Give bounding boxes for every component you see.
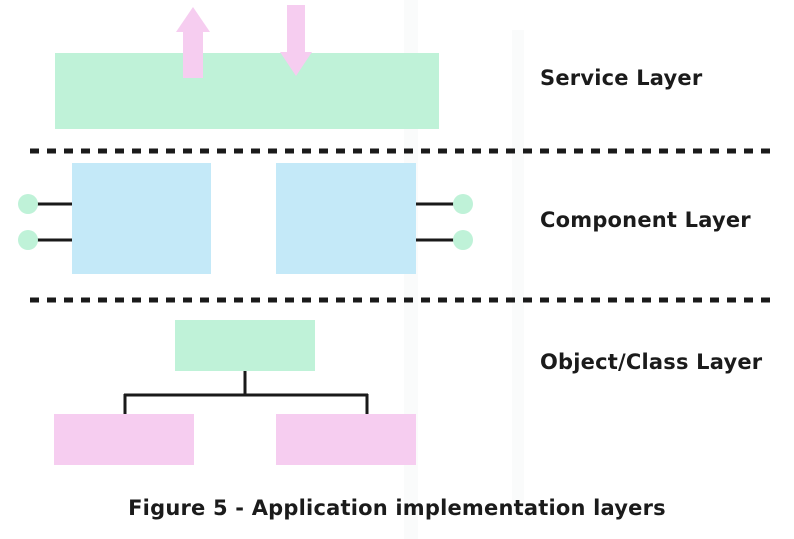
port-dot bbox=[453, 230, 473, 250]
port-dot bbox=[18, 230, 38, 250]
object-child-box-left bbox=[54, 414, 194, 465]
component-box-left bbox=[72, 163, 211, 274]
service-box bbox=[55, 53, 439, 129]
component-left bbox=[18, 163, 211, 274]
hierarchy-connector bbox=[123, 371, 369, 414]
object-child-box-right bbox=[276, 414, 416, 465]
figure-caption: Figure 5 - Application implementation la… bbox=[128, 496, 666, 520]
service-layer-label: Service Layer bbox=[540, 66, 703, 90]
port-dot bbox=[18, 194, 38, 214]
down-arrow-icon bbox=[280, 5, 312, 76]
object-class-layer-label: Object/Class Layer bbox=[540, 350, 763, 374]
component-layer-label: Component Layer bbox=[540, 208, 751, 232]
object-parent-box bbox=[175, 320, 315, 371]
component-right bbox=[276, 163, 473, 274]
up-arrow-icon bbox=[176, 7, 210, 78]
port-dot bbox=[453, 194, 473, 214]
component-box-right bbox=[276, 163, 416, 274]
